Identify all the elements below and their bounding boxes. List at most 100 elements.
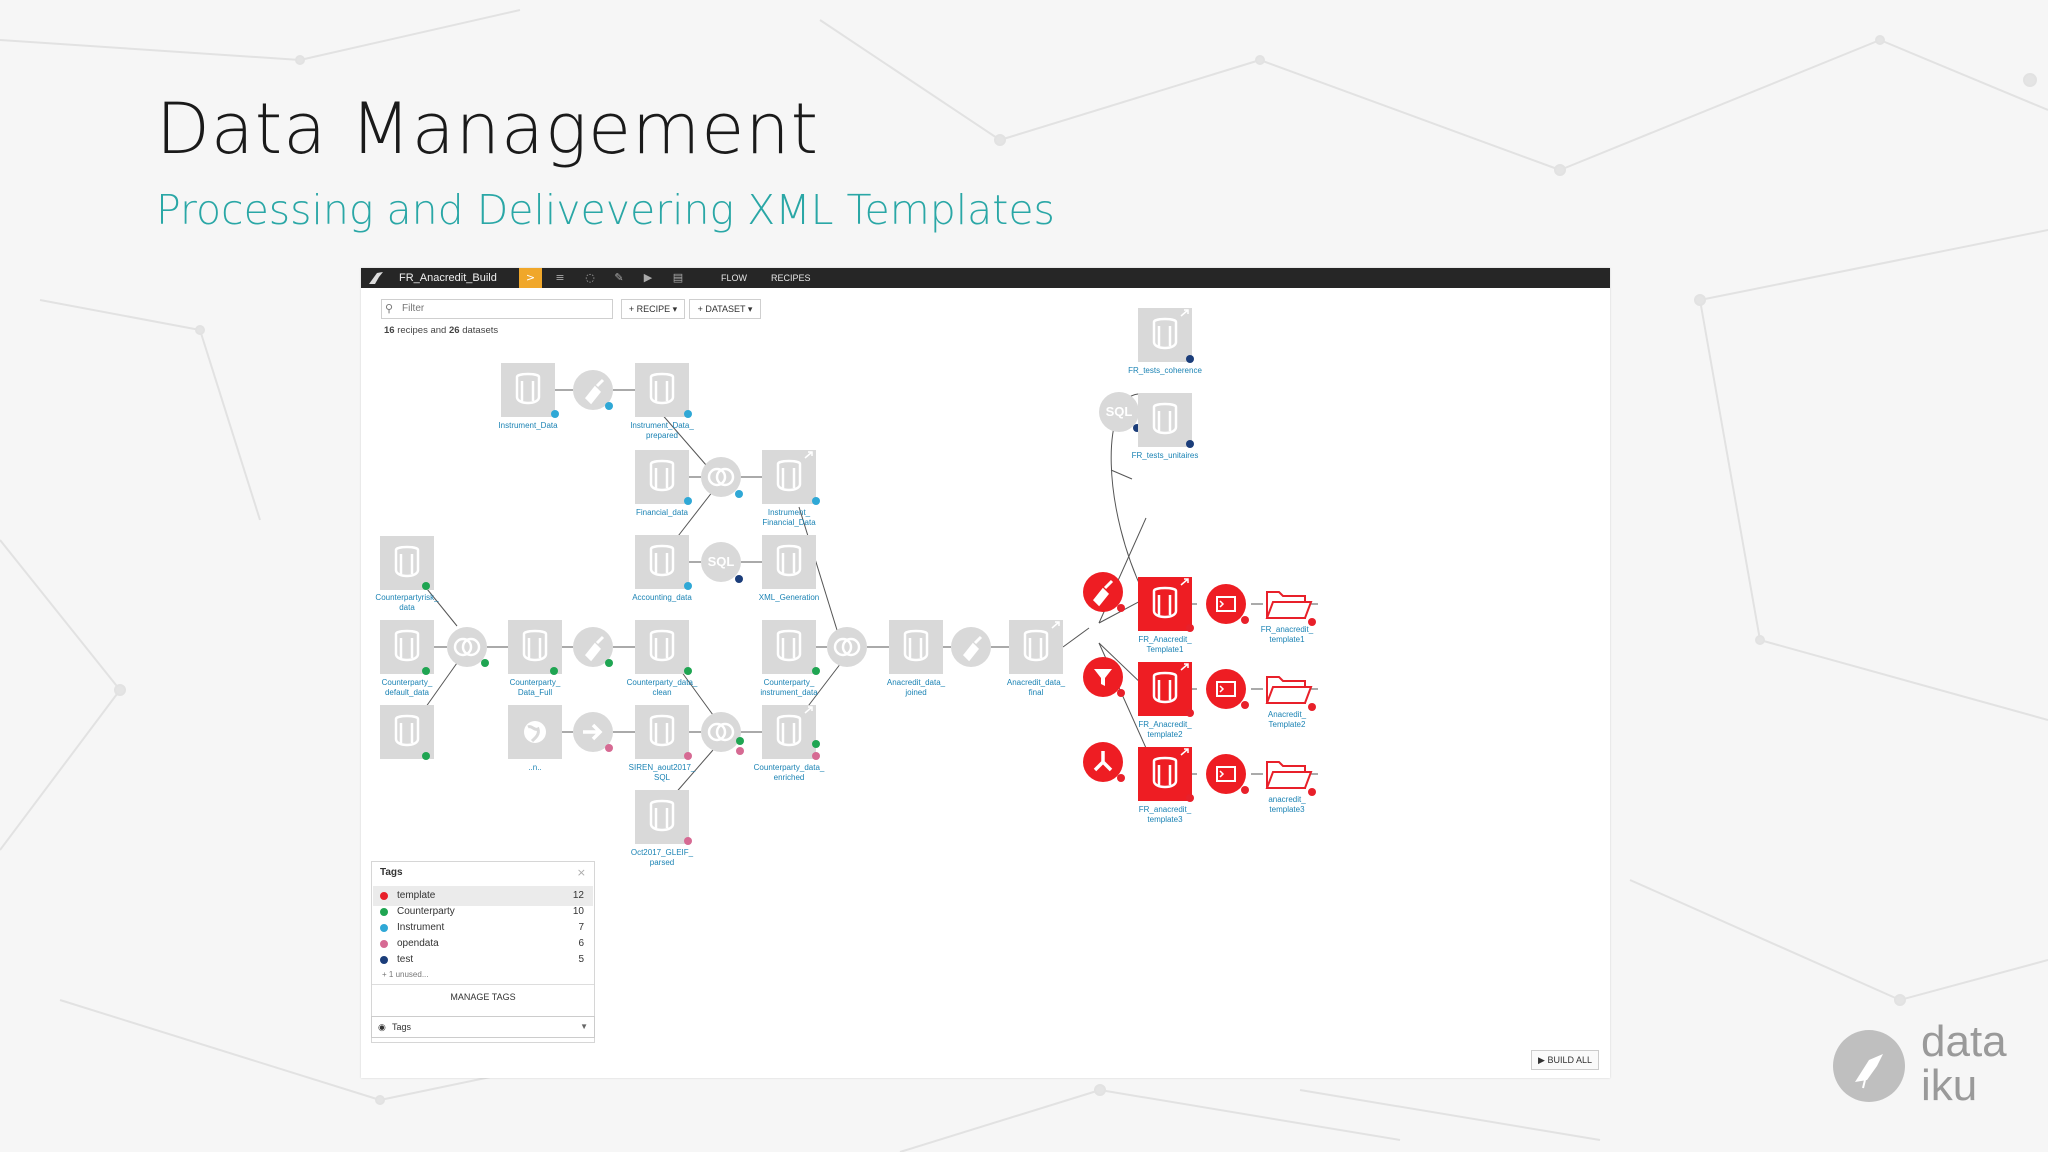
dataset-node[interactable] xyxy=(1009,620,1063,674)
tag-row-test[interactable]: test 5 xyxy=(373,950,593,970)
tag-row-counterparty[interactable]: Counterparty 10 xyxy=(373,902,593,922)
dataset-node[interactable] xyxy=(889,620,943,674)
tag-row-template[interactable]: template 12 xyxy=(373,886,593,906)
node-label[interactable]: FR_Anacredit_ template2 xyxy=(1138,720,1192,739)
managed-folder[interactable] xyxy=(1261,663,1313,711)
prepare-recipe[interactable] xyxy=(573,370,613,410)
dataset-node[interactable] xyxy=(380,705,434,759)
dataset-node[interactable] xyxy=(1138,308,1192,362)
dataset-node[interactable] xyxy=(1138,393,1192,447)
prepare-recipe[interactable] xyxy=(573,627,613,667)
split-recipe[interactable] xyxy=(1083,742,1123,782)
node-label[interactable]: Oct2017_GLEIF_ parsed xyxy=(630,848,694,867)
dataset-node[interactable] xyxy=(635,620,689,674)
node-label[interactable]: SIREN_aout2017_ SQL xyxy=(628,763,696,782)
dataiku-bird-icon[interactable] xyxy=(367,270,385,286)
node-label[interactable]: Counterpartyrisk_ data xyxy=(375,593,439,612)
arrow-right-icon xyxy=(583,723,603,741)
dataset-node[interactable] xyxy=(635,363,689,417)
node-label[interactable]: Anacredit_ Template2 xyxy=(1267,710,1307,729)
node-label[interactable]: FR_tests_coherence xyxy=(1128,366,1202,375)
node-label[interactable]: Counterparty_data_ enriched xyxy=(753,763,825,782)
node-label[interactable]: Anacredit_data_ joined xyxy=(886,678,946,697)
join-recipe[interactable] xyxy=(701,712,741,752)
node-label[interactable]: XML_Generation xyxy=(758,593,820,602)
tag-row-instrument[interactable]: Instrument 7 xyxy=(373,918,593,938)
dataset-node[interactable] xyxy=(635,450,689,504)
project-name[interactable]: FR_Anacredit_Build xyxy=(399,272,497,284)
sql-recipe[interactable]: SQL xyxy=(1099,392,1139,432)
node-label[interactable]: Anacredit_data_ final xyxy=(1006,678,1066,697)
flow-menu-icon[interactable]: > xyxy=(519,268,542,288)
join-recipe[interactable] xyxy=(447,627,487,667)
filter-recipe[interactable] xyxy=(1083,657,1123,697)
tag-row-opendata[interactable]: opendata 6 xyxy=(373,934,593,954)
close-icon[interactable]: × xyxy=(576,866,586,879)
prepare-recipe[interactable] xyxy=(951,627,991,667)
datasets-icon[interactable]: ≡ xyxy=(555,271,565,284)
tag-dot xyxy=(422,582,430,590)
node-label[interactable]: FR_anacredit_ template1 xyxy=(1260,625,1314,644)
dataset-node[interactable] xyxy=(501,363,555,417)
tag-dot xyxy=(1308,788,1316,796)
node-label[interactable]: Financial_data xyxy=(635,508,689,517)
recipes-text: recipes and xyxy=(394,325,449,336)
node-label[interactable]: Instrument_Data xyxy=(498,421,558,430)
node-label[interactable]: Counterparty_data_ clean xyxy=(626,678,698,697)
node-label[interactable]: FR_tests_unitaires xyxy=(1131,451,1199,460)
join-recipe[interactable] xyxy=(701,457,741,497)
node-label[interactable]: Counterparty_ instrument_data xyxy=(760,678,818,697)
dataiku-wordmark: data iku xyxy=(1921,1017,2007,1110)
play-icon[interactable]: ▶ xyxy=(643,271,653,284)
node-label[interactable]: anacredit_ template3 xyxy=(1268,795,1306,814)
code-recipe[interactable] xyxy=(1206,669,1246,709)
dataset-node[interactable] xyxy=(508,705,562,759)
dashboard-icon[interactable]: ▤ xyxy=(672,271,684,284)
managed-folder[interactable] xyxy=(1261,748,1313,796)
add-recipe-button[interactable]: + RECIPE ▾ xyxy=(621,299,685,319)
manage-tags-button[interactable]: MANAGE TAGS xyxy=(372,984,594,1010)
nav-recipes[interactable]: RECIPES xyxy=(771,273,811,283)
node-label[interactable]: Instrument_ Financial_Data xyxy=(762,508,816,527)
dataset-node[interactable] xyxy=(1138,662,1192,716)
filter-input[interactable] xyxy=(402,301,602,315)
add-dataset-label: + DATASET xyxy=(697,304,746,314)
node-label[interactable]: Instrument_Data_ prepared xyxy=(630,421,694,440)
dataset-node[interactable] xyxy=(380,620,434,674)
view-selector[interactable]: ◉ Tags ▼ xyxy=(371,1016,595,1038)
code-recipe[interactable] xyxy=(1206,754,1246,794)
dataset-node[interactable] xyxy=(1138,577,1192,631)
code-recipe[interactable] xyxy=(1206,584,1246,624)
dataset-node[interactable] xyxy=(762,535,816,589)
postgresql-icon xyxy=(649,372,675,405)
add-dataset-button[interactable]: + DATASET ▾ xyxy=(689,299,761,319)
node-label[interactable]: Accounting_data xyxy=(632,593,692,602)
node-label[interactable]: Counterparty_ Data_Full xyxy=(509,678,561,697)
prepare-recipe[interactable] xyxy=(1083,572,1123,612)
dataset-node[interactable] xyxy=(1138,747,1192,801)
node-label[interactable]: FR_anacredit_ template3 xyxy=(1138,805,1192,824)
build-all-button[interactable]: ▶ BUILD ALL xyxy=(1531,1050,1599,1070)
dataset-node[interactable] xyxy=(762,705,816,759)
tag-dot xyxy=(684,752,692,760)
dataset-node[interactable] xyxy=(762,620,816,674)
postgresql-icon xyxy=(776,629,802,662)
node-label[interactable]: ..n.. xyxy=(528,763,542,772)
join-recipe[interactable] xyxy=(827,627,867,667)
dataset-node[interactable] xyxy=(635,535,689,589)
tag-dot xyxy=(735,490,743,498)
dataset-node[interactable] xyxy=(762,450,816,504)
unused-tags-link[interactable]: + 1 unused... xyxy=(382,970,429,979)
node-label[interactable]: FR_Anacredit_ Template1 xyxy=(1138,635,1192,654)
edit-icon[interactable]: ✎ xyxy=(614,271,624,284)
tag-name: Counterparty xyxy=(397,906,455,917)
managed-folder[interactable] xyxy=(1261,578,1313,626)
dataset-node[interactable] xyxy=(380,536,434,590)
nav-flow[interactable]: FLOW xyxy=(721,273,747,283)
dataset-node[interactable] xyxy=(508,620,562,674)
sync-icon[interactable]: ◌ xyxy=(585,271,595,284)
dataset-node[interactable] xyxy=(635,705,689,759)
node-label[interactable]: Counterparty_ default_data xyxy=(381,678,433,697)
dataset-node[interactable] xyxy=(635,790,689,844)
sql-recipe[interactable]: SQL xyxy=(701,542,741,582)
